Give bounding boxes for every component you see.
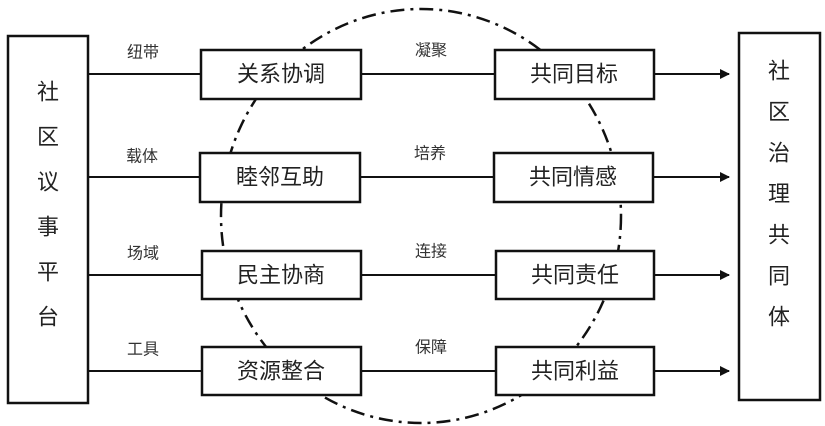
- flow-row: 载体 睦邻互助 培养 共同情感: [88, 144, 730, 204]
- outcome-label: 共同目标: [530, 63, 618, 88]
- left_entity-char: 台: [37, 306, 59, 331]
- flow-row: 纽带 关系协调 凝聚 共同目标: [88, 41, 730, 101]
- outcome-box: [494, 249, 656, 301]
- outcome-label: 共同情感: [529, 166, 617, 191]
- left-connector-label: 纽带: [127, 43, 159, 62]
- left_entity-char: 事: [37, 216, 59, 241]
- right_entity-char: 区: [768, 101, 790, 126]
- left-connector-label: 工具: [127, 340, 159, 359]
- flow-row: 场域 民主协商 连接 共同责任: [88, 242, 730, 301]
- left_entity-char: 平: [37, 261, 59, 286]
- left-connector-label: 载体: [126, 147, 158, 166]
- right_entity-char: 同: [768, 265, 790, 290]
- mechanism-label: 睦邻互助: [236, 166, 324, 191]
- right_entity-char: 体: [768, 306, 790, 331]
- middle-connector-label: 凝聚: [415, 41, 447, 60]
- mechanism-label: 民主协商: [237, 264, 325, 289]
- outcome-label: 共同责任: [531, 264, 619, 289]
- middle-connector-label: 连接: [415, 242, 447, 261]
- mechanism-box: [199, 48, 363, 101]
- outcome-box: [492, 151, 655, 204]
- flow-row: 工具 资源整合 保障 共同利益: [88, 338, 730, 397]
- right_entity-char: 治: [768, 142, 790, 167]
- middle-connector-label: 培养: [414, 144, 446, 163]
- middle-connector-label: 保障: [415, 338, 447, 357]
- left-connector-label: 场域: [127, 244, 159, 263]
- dash-dot-ring: [219, 7, 623, 425]
- left_entity-char: 议: [37, 171, 59, 196]
- mechanism-label: 资源整合: [237, 360, 325, 385]
- outcome-box: [494, 345, 656, 397]
- left_entity-char: 区: [37, 126, 59, 151]
- outcome-label: 共同利益: [531, 360, 619, 385]
- mechanism-box: [200, 345, 363, 397]
- right_entity-char: 共: [768, 224, 790, 249]
- mechanism-label: 关系协调: [237, 63, 325, 88]
- outcome-box: [493, 48, 656, 101]
- mechanism-box: [200, 249, 363, 301]
- left_entity-char: 社: [37, 81, 59, 106]
- right_entity-char: 社: [768, 60, 790, 85]
- mechanism-box: [198, 151, 362, 204]
- right_entity-char: 理: [768, 183, 790, 208]
- flow-rows: 纽带 关系协调 凝聚 共同目标 载体 睦邻互助 培养 共同情感 场域 民主: [88, 41, 730, 397]
